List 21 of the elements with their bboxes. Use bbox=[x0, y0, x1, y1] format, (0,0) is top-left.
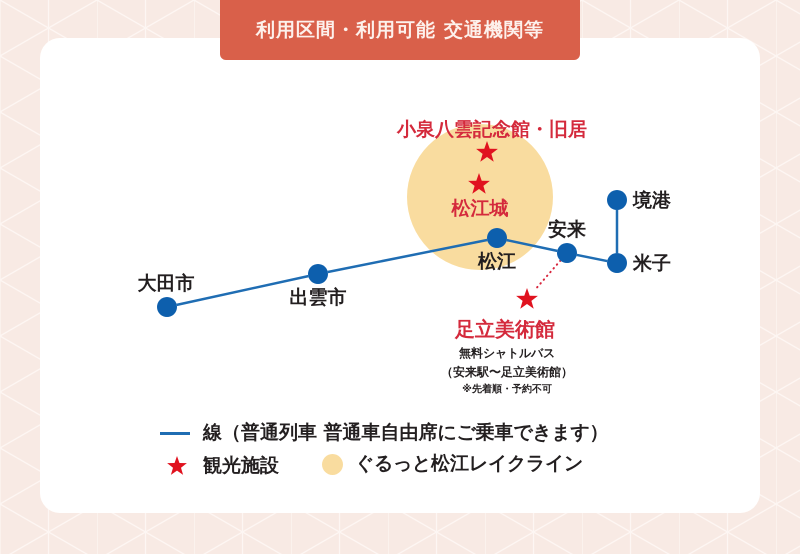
route-line bbox=[506, 238, 558, 252]
station-name: 米子 bbox=[633, 254, 671, 274]
station-name: 安来 bbox=[548, 220, 586, 240]
route-line bbox=[576, 254, 608, 262]
legend-label: ぐるっと松江レイクライン bbox=[355, 454, 583, 474]
station-name: 大田市 bbox=[138, 274, 194, 294]
legend-label: 線（普通列車 普通車自由席にご乗車できます） bbox=[203, 424, 609, 442]
station-name: 境港 bbox=[633, 192, 671, 210]
legend-label: 観光施設 bbox=[203, 456, 279, 476]
attraction-name: 小泉八雲記念館・旧居 bbox=[397, 120, 587, 140]
note-text: （安来駅〜足立美術館） bbox=[441, 366, 573, 378]
route-line bbox=[328, 238, 488, 274]
title-banner: 利用区間・利用可能 交通機関等 bbox=[220, 0, 580, 60]
note-text: 無料シャトルバス bbox=[459, 347, 555, 359]
route-line bbox=[616, 210, 618, 253]
attraction-name: 足立美術館 bbox=[455, 319, 555, 339]
note-text: ※先着順・予約不可 bbox=[462, 385, 552, 395]
station-name: 出雲市 bbox=[290, 288, 346, 308]
attraction-name: 松江城 bbox=[452, 200, 508, 218]
route-line bbox=[176, 274, 308, 306]
station-name: 松江 bbox=[478, 252, 516, 272]
